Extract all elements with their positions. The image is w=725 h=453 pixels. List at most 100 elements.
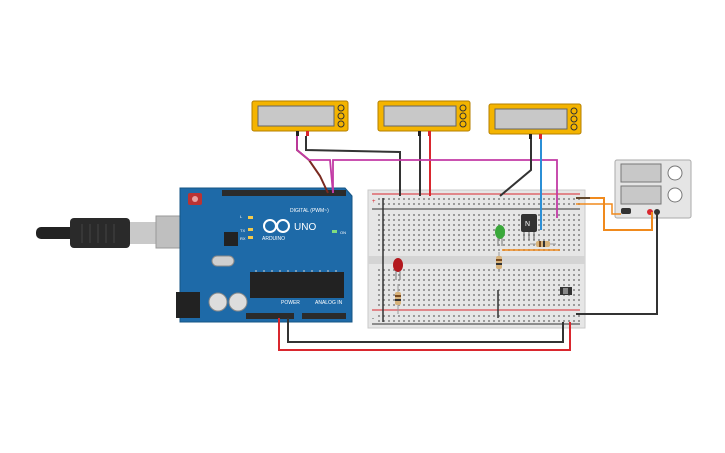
breadboard-hole — [558, 214, 560, 216]
breadboard-hole — [433, 224, 435, 226]
breadboard-hole — [493, 304, 495, 306]
breadboard-hole — [508, 239, 510, 241]
breadboard-hole — [458, 244, 460, 246]
breadboard-hole — [488, 269, 490, 271]
breadboard-hole — [418, 304, 420, 306]
breadboard-hole — [458, 198, 460, 200]
breadboard-hole — [558, 279, 560, 281]
breadboard-hole — [448, 304, 450, 306]
breadboard-hole — [438, 229, 440, 231]
breadboard-hole — [393, 279, 395, 281]
breadboard-hole — [488, 304, 490, 306]
breadboard-hole — [393, 224, 395, 226]
multimeter-3[interactable] — [488, 103, 582, 139]
breadboard-hole — [383, 289, 385, 291]
breadboard-hole — [493, 299, 495, 301]
breadboard-hole — [563, 224, 565, 226]
breadboard-hole — [383, 214, 385, 216]
breadboard-hole — [533, 198, 535, 200]
transistor[interactable]: N — [521, 214, 537, 240]
breadboard-hole — [553, 229, 555, 231]
breadboard-hole — [423, 274, 425, 276]
breadboard-hole — [503, 294, 505, 296]
breadboard-hole — [423, 289, 425, 291]
breadboard-hole — [398, 320, 400, 322]
breadboard-hole — [393, 234, 395, 236]
breadboard-hole — [468, 203, 470, 205]
breadboard-hole — [483, 294, 485, 296]
breadboard-hole — [503, 315, 505, 317]
breadboard-hole — [488, 224, 490, 226]
breadboard-hole — [563, 304, 565, 306]
breadboard-hole — [493, 198, 495, 200]
breadboard-hole — [488, 299, 490, 301]
breadboard-hole — [578, 274, 580, 276]
breadboard-hole — [478, 304, 480, 306]
breadboard-hole — [523, 274, 525, 276]
breadboard-hole — [403, 294, 405, 296]
breadboard-hole — [438, 219, 440, 221]
breadboard-hole — [423, 284, 425, 286]
breadboard-hole — [463, 274, 465, 276]
breadboard-hole — [543, 284, 545, 286]
breadboard-hole — [393, 219, 395, 221]
breadboard-hole — [523, 299, 525, 301]
breadboard-hole — [378, 269, 380, 271]
breadboard-hole — [573, 239, 575, 241]
slide-switch[interactable] — [560, 287, 572, 295]
breadboard-hole — [518, 203, 520, 205]
breadboard-hole — [388, 198, 390, 200]
breadboard-hole — [383, 320, 385, 322]
breadboard-hole — [453, 269, 455, 271]
breadboard-hole — [558, 289, 560, 291]
breadboard-hole — [458, 320, 460, 322]
resistor-1[interactable] — [530, 241, 556, 247]
breadboard-hole — [388, 269, 390, 271]
power-header — [246, 313, 294, 319]
breadboard-hole — [383, 279, 385, 281]
breadboard-hole — [503, 299, 505, 301]
breadboard-hole — [468, 198, 470, 200]
resistor-2[interactable] — [496, 252, 502, 272]
rail-minus-label: - — [372, 316, 374, 322]
breadboard-hole — [453, 219, 455, 221]
breadboard-hole — [578, 269, 580, 271]
breadboard-hole — [398, 214, 400, 216]
multimeter-1[interactable] — [251, 100, 349, 136]
breadboard-hole — [388, 279, 390, 281]
green-led[interactable] — [495, 225, 505, 246]
breadboard-hole — [478, 315, 480, 317]
breadboard-hole — [493, 284, 495, 286]
breadboard-hole — [563, 279, 565, 281]
breadboard-hole — [518, 234, 520, 236]
breadboard-hole — [403, 315, 405, 317]
breadboard-hole — [563, 234, 565, 236]
breadboard-hole — [393, 299, 395, 301]
breadboard-hole — [423, 249, 425, 251]
breadboard-hole — [543, 294, 545, 296]
red-led[interactable] — [393, 258, 403, 280]
breadboard-hole — [413, 315, 415, 317]
breadboard-hole — [433, 198, 435, 200]
breadboard-hole — [383, 219, 385, 221]
breadboard-hole — [503, 304, 505, 306]
breadboard-hole — [463, 219, 465, 221]
resistor-3[interactable] — [395, 284, 401, 314]
breadboard-hole — [388, 214, 390, 216]
breadboard-hole — [508, 284, 510, 286]
breadboard-hole — [443, 274, 445, 276]
breadboard-hole — [488, 289, 490, 291]
breadboard-hole — [403, 219, 405, 221]
power-supply[interactable] — [614, 159, 692, 219]
breadboard-hole — [493, 239, 495, 241]
breadboard-hole — [488, 234, 490, 236]
breadboard-hole — [433, 294, 435, 296]
breadboard-hole — [413, 219, 415, 221]
breadboard-hole — [478, 198, 480, 200]
breadboard-hole — [483, 299, 485, 301]
breadboard-hole — [443, 244, 445, 246]
breadboard-hole — [463, 214, 465, 216]
multimeter-2[interactable] — [377, 100, 471, 136]
breadboard-hole — [413, 249, 415, 251]
breadboard-hole — [378, 224, 380, 226]
